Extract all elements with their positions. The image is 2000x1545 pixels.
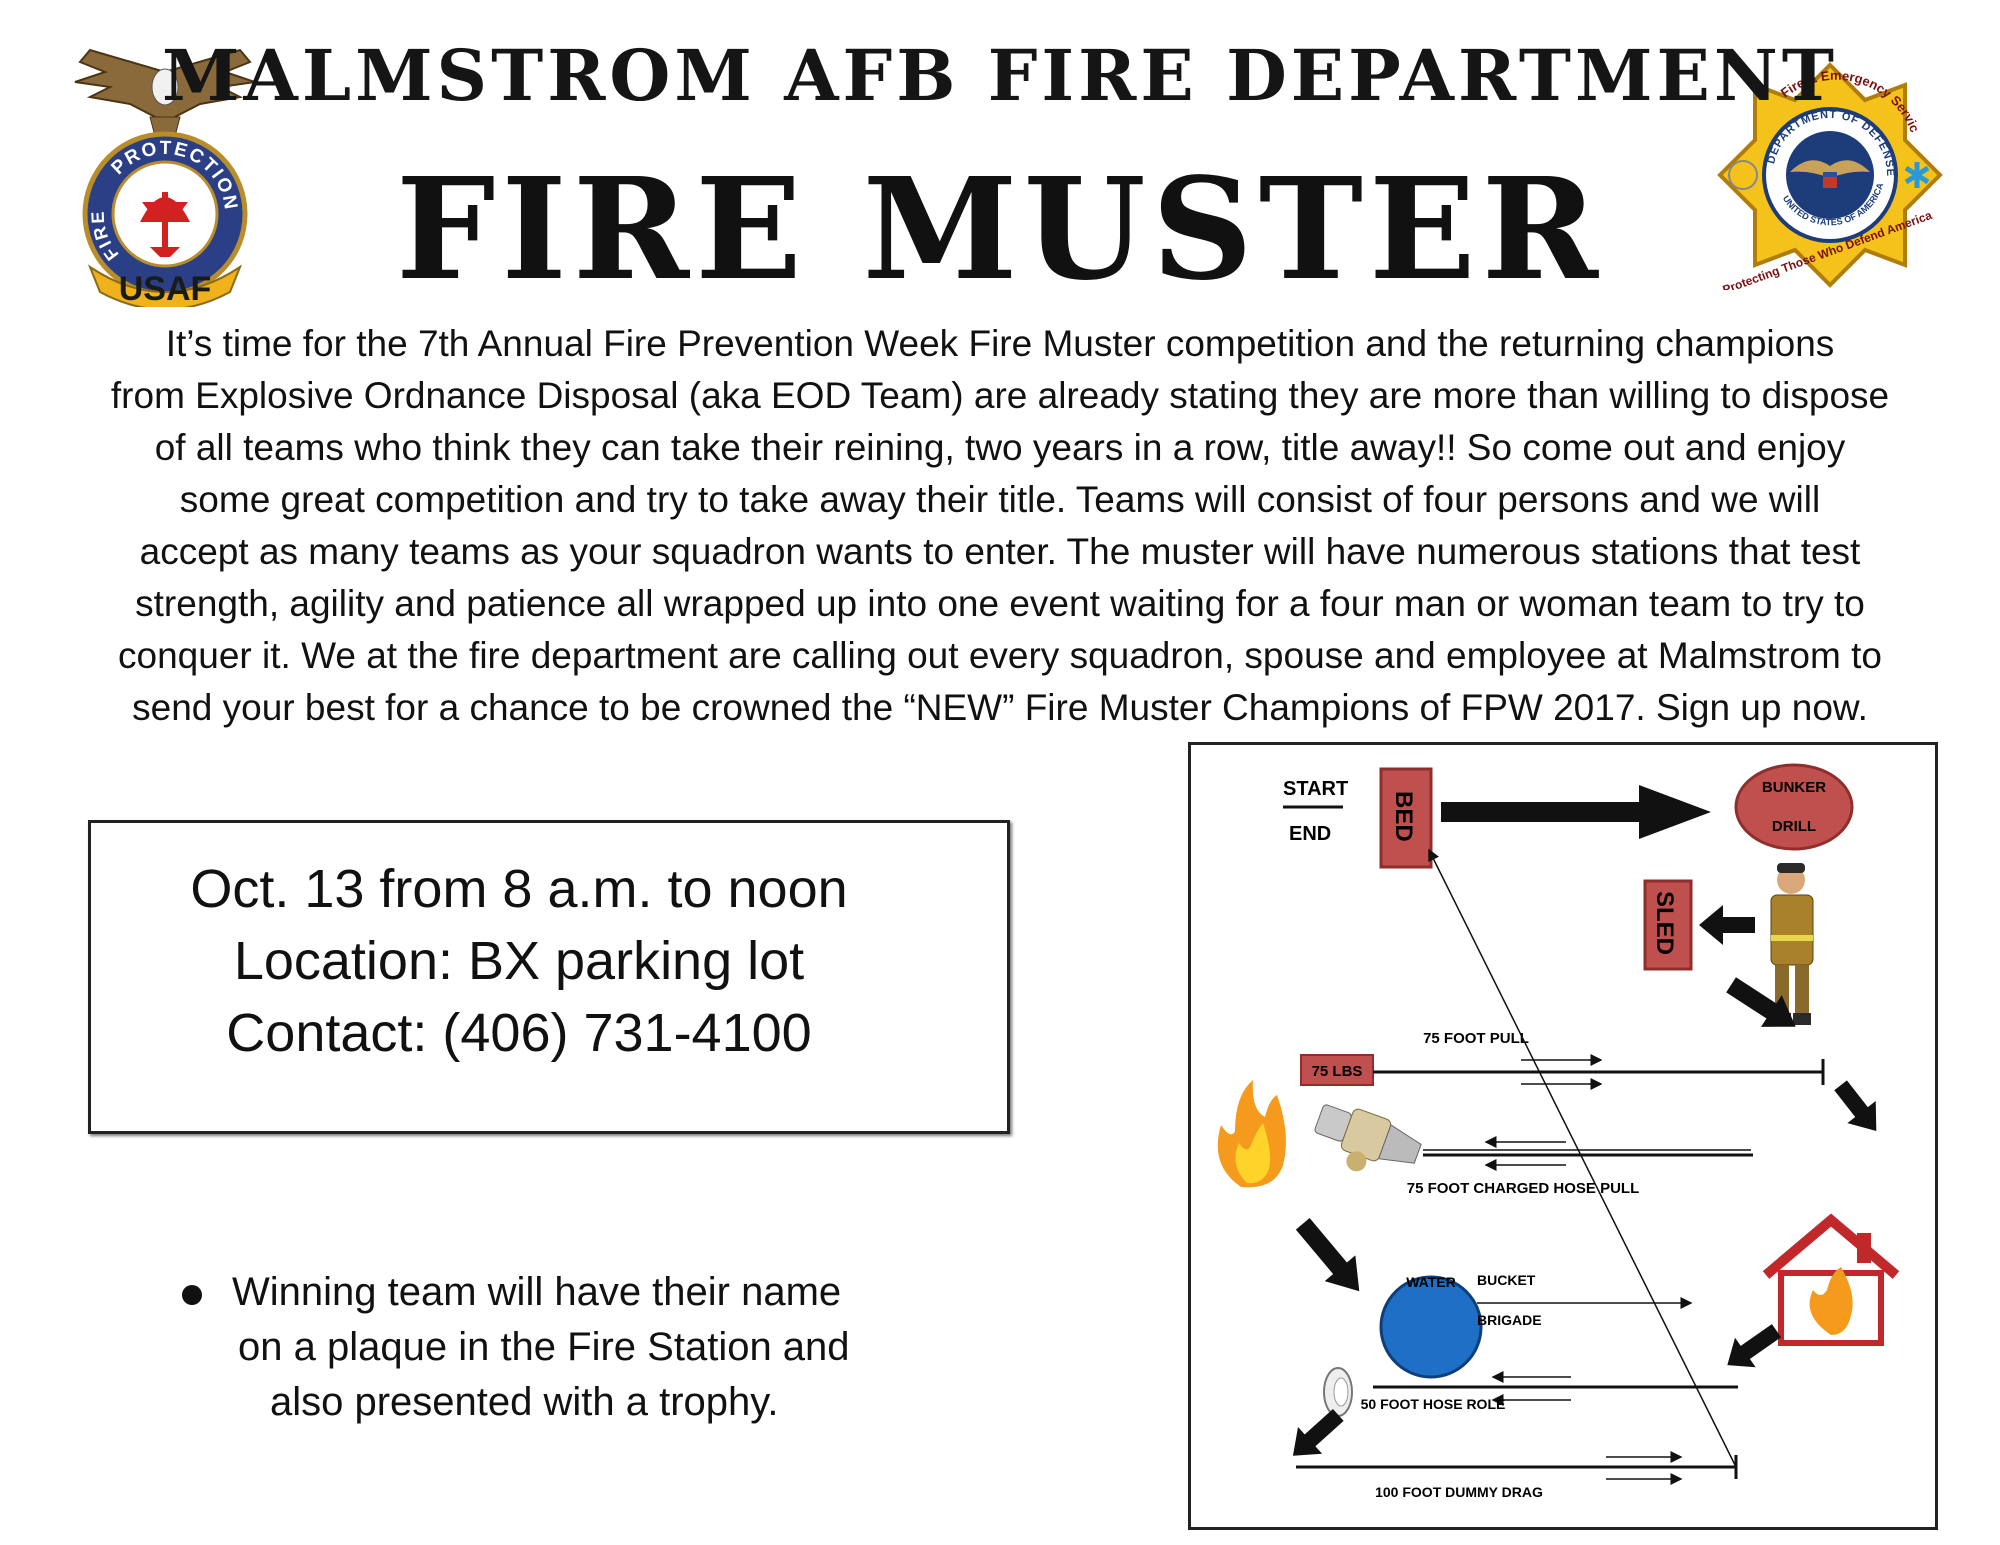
fire-helmet-icon bbox=[140, 192, 190, 257]
bed-station: BED bbox=[1379, 767, 1433, 869]
event-contact: Contact: (406) 731-4100 bbox=[226, 1003, 812, 1063]
fire-emergency-services-logo: DEPARTMENT OF DEFENSE UNITED STATES OF A… bbox=[1711, 48, 1945, 297]
award-line: Winning team will have their name bbox=[232, 1270, 842, 1314]
award-note: Winning team will have their name on a p… bbox=[182, 1265, 908, 1430]
firefighter-icon bbox=[1770, 863, 1814, 1025]
arrow-down-left-icon bbox=[1727, 1324, 1782, 1368]
sled-station: SLED bbox=[1643, 879, 1693, 971]
hose-roll-icon bbox=[1323, 1367, 1353, 1417]
svg-text:BUNKER: BUNKER bbox=[1762, 779, 1826, 796]
award-line: also presented with a trophy. bbox=[270, 1380, 779, 1424]
svg-text:WATER: WATER bbox=[1406, 1274, 1456, 1290]
intro-paragraph: It’s time for the 7th Annual Fire Preven… bbox=[28, 318, 1972, 734]
arrow-down-right-icon bbox=[1834, 1080, 1877, 1132]
bucket-label: BUCKET bbox=[1477, 1272, 1536, 1288]
intro-line: It’s time for the 7th Annual Fire Preven… bbox=[165, 323, 1835, 364]
arrow-right-icon bbox=[1441, 785, 1711, 839]
hose-role-label: 50 FOOT HOSE ROLE bbox=[1361, 1396, 1506, 1412]
arrow-down-right-icon bbox=[1726, 977, 1796, 1027]
water-station: WATER bbox=[1379, 1274, 1483, 1379]
page-title: FIRE MUSTER bbox=[395, 148, 1605, 312]
course-map: START END BED BUNKER DRILL SLED bbox=[1188, 742, 1938, 1530]
svg-text:SLED: SLED bbox=[1651, 891, 1678, 955]
arrow-down-right-icon bbox=[1295, 1218, 1360, 1292]
house-fire-icon bbox=[1762, 1213, 1900, 1346]
return-path-line bbox=[1428, 848, 1737, 1468]
end-label: END bbox=[1289, 823, 1331, 845]
weight-station: 75 LBS bbox=[1300, 1054, 1374, 1086]
badge-left-icon bbox=[1728, 160, 1758, 190]
dod-eagle-icon bbox=[1790, 160, 1870, 188]
hose-nozzle-icon bbox=[1314, 1104, 1422, 1172]
start-label: START bbox=[1283, 778, 1348, 800]
svg-text:75 LBS: 75 LBS bbox=[1312, 1063, 1363, 1080]
intro-line: of all teams who think they can take the… bbox=[154, 427, 1846, 468]
intro-line: accept as many teams as your squadron wa… bbox=[139, 531, 1861, 572]
svg-text:DRILL: DRILL bbox=[1772, 818, 1816, 835]
intro-line: from Explosive Ordnance Disposal (aka EO… bbox=[110, 375, 1890, 416]
intro-line: some great competition and try to take a… bbox=[179, 479, 1821, 520]
dummy-drag-label: 100 FOOT DUMMY DRAG bbox=[1375, 1484, 1543, 1500]
intro-line: strength, agility and patience all wrapp… bbox=[135, 583, 1865, 624]
logo-left-bottom-text: USAF bbox=[119, 270, 212, 307]
intro-line: send your best for a chance to be crowne… bbox=[132, 687, 1868, 728]
award-line: on a plaque in the Fire Station and bbox=[238, 1325, 850, 1369]
arrow-left-icon bbox=[1699, 905, 1755, 945]
bunker-drill-station: BUNKER DRILL bbox=[1734, 763, 1854, 851]
arrow-down-left-icon bbox=[1292, 1408, 1344, 1456]
brigade-label: BRIGADE bbox=[1477, 1312, 1542, 1328]
bullet-icon bbox=[182, 1285, 202, 1305]
event-location: Location: BX parking lot bbox=[233, 931, 805, 991]
charged-hose-label: 75 FOOT CHARGED HOSE PULL bbox=[1407, 1180, 1640, 1197]
event-info-box: Oct. 13 from 8 a.m. to noon Location: BX… bbox=[88, 820, 1010, 1134]
department-title: MALMSTROM AFB FIRE DEPARTMENT bbox=[162, 34, 1838, 117]
flame-icon bbox=[1217, 1080, 1286, 1188]
event-date: Oct. 13 from 8 a.m. to noon bbox=[190, 859, 848, 919]
usaf-fire-protection-logo: PROTECTION FIRE USAF bbox=[70, 42, 260, 311]
foot-pull-label: 75 FOOT PULL bbox=[1423, 1030, 1529, 1047]
svg-text:BED: BED bbox=[1390, 791, 1417, 842]
star-of-life-icon bbox=[1904, 162, 1930, 188]
intro-line: conquer it. We at the fire department ar… bbox=[118, 635, 1882, 676]
